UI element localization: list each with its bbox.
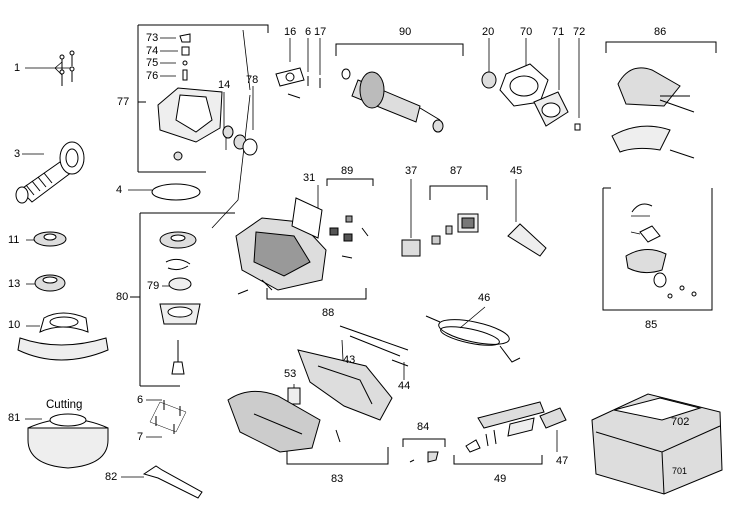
part-module-37: [401, 239, 421, 257]
label-part-44: 44: [398, 380, 411, 392]
label-cutting: Cutting: [46, 399, 83, 411]
bracket-90: [335, 43, 464, 56]
label-part-53: 53: [284, 368, 297, 380]
label-part-82: 82: [105, 471, 118, 483]
bracket-49: [453, 455, 543, 465]
label-part-4: 4: [116, 184, 123, 196]
label-part-6: 6: [305, 26, 312, 38]
label-part-75: 75: [146, 57, 159, 69]
part-cord-46: [425, 315, 521, 363]
label-part-87: 87: [450, 165, 463, 177]
label-part-89: 89: [341, 165, 354, 177]
label-part-83: 83: [331, 473, 344, 485]
bracket-88: [266, 288, 367, 300]
part-wrench-82: [142, 465, 203, 499]
label-part-81: 81: [8, 412, 21, 424]
label-part-14: 14: [218, 79, 231, 91]
part-bearings-14-78: [222, 125, 258, 156]
part-small-73-76: [179, 33, 191, 81]
bracket-77: [137, 24, 269, 173]
label-part-88: 88: [322, 307, 335, 319]
label-part-37: 37: [405, 165, 418, 177]
leader-78: [211, 94, 251, 229]
part-sensor-board-47: [539, 407, 567, 429]
part-plate-53: [287, 387, 301, 405]
label-part-49: 49: [494, 473, 507, 485]
label-part-16: 16: [284, 26, 297, 38]
bracket-80: [130, 212, 235, 387]
part-spindle-group-80: [159, 231, 201, 375]
part-handle-half-83-left: [227, 390, 341, 453]
part-sleeve-45: [507, 223, 547, 257]
part-motor-housing-88: [235, 197, 327, 295]
part-switch-bar-49: [465, 401, 545, 453]
label-part-17: 17: [314, 26, 327, 38]
part-switch-89: [329, 215, 369, 259]
part-screws-43-44: [339, 325, 409, 367]
label-part-46: 46: [478, 292, 491, 304]
label-part-10: 10: [8, 319, 21, 331]
part-screws-1: [59, 50, 75, 86]
label-part-11: 11: [8, 234, 20, 246]
part-brush-85: [625, 203, 697, 299]
label-part-3: 3: [14, 148, 21, 160]
bracket-86: [605, 41, 717, 53]
label-part-86: 86: [654, 26, 667, 38]
part-plate-16: [275, 67, 321, 99]
part-guard-10: [17, 312, 109, 361]
label-part-90: 90: [399, 26, 412, 38]
label-part-73: 73: [146, 32, 159, 44]
label-part-20: 20: [482, 26, 495, 38]
part-stator-86: [611, 67, 695, 159]
label-part-76: 76: [146, 70, 159, 82]
bracket-83: [286, 447, 389, 465]
bracket-87: [429, 185, 488, 200]
label-part-6b: 6: [137, 394, 144, 406]
label-part-13: 13: [8, 278, 21, 290]
part-gear-housing-77: [157, 87, 223, 161]
label-part-43: 43: [343, 354, 356, 366]
label-part-74: 74: [146, 45, 159, 57]
part-terminal-87: [431, 213, 479, 245]
part-baffle-70-71-72: [499, 63, 581, 131]
part-side-handle-3: [15, 141, 85, 204]
part-flange-11: [33, 231, 67, 247]
bracket-89: [326, 178, 374, 186]
label-part-45: 45: [510, 165, 523, 177]
part-screws-6-7: [149, 400, 187, 434]
label-part-78: 78: [246, 74, 259, 86]
label-part-84: 84: [417, 421, 430, 433]
part-bearing-20: [481, 71, 497, 89]
part-nut-13: [34, 274, 66, 292]
label-part-72: 72: [573, 26, 586, 38]
label-part-77: 77: [117, 96, 130, 108]
label-part-79: 79: [147, 280, 160, 292]
bracket-85: [602, 187, 713, 311]
label-part-7: 7: [137, 431, 144, 443]
part-carry-case-701: [591, 393, 723, 495]
label-part-31: 31: [303, 172, 316, 184]
label-part-47: 47: [556, 455, 569, 467]
label-part-85: 85: [645, 319, 658, 331]
part-handle-half-83-right: [297, 349, 393, 421]
part-oring-4: [151, 183, 201, 201]
bracket-84: [402, 438, 446, 447]
part-clip-84: [409, 451, 439, 463]
label-part-702: 702: [671, 416, 690, 428]
label-part-1: 1: [14, 62, 21, 74]
label-part-80: 80: [116, 291, 129, 303]
label-part-701: 701: [672, 466, 688, 476]
label-part-71: 71: [552, 26, 565, 38]
part-armature-90: [341, 68, 444, 133]
label-part-70: 70: [520, 26, 533, 38]
part-cutting-guard-81: [27, 413, 109, 469]
